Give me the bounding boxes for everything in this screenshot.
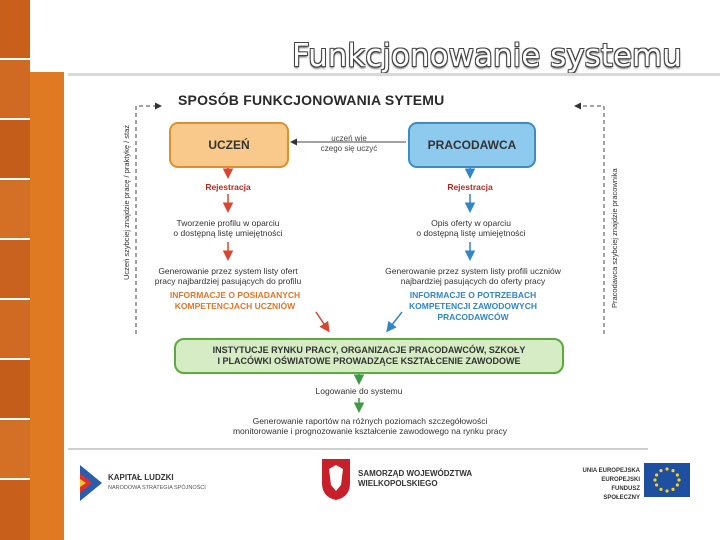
login-step: Logowanie do systemu: [315, 386, 403, 396]
samorzad-logo: SAMORZĄD WOJEWÓDZTWA WIELKOPOLSKIEGO: [358, 469, 472, 489]
eu-logo-text: UNIA EUROPEJSKA EUROPEJSKI FUNDUSZ SPOŁE…: [576, 467, 640, 503]
employer-offer-line-1: Opis oferty w oparciu: [431, 218, 511, 228]
coat-of-arms-icon: [322, 459, 350, 500]
student-generate-step: Generowanie przez system listy ofert pra…: [138, 266, 318, 286]
employer-generate-step: Generowanie przez system listy profili u…: [368, 266, 578, 286]
employer-offer-line-2: o dostępną listę umiejętności: [416, 228, 526, 238]
kapital-ludzki-logo: KAPITAŁ LUDZKI NARODOWA STRATEGIA SPÓJNO…: [108, 473, 206, 493]
student-generate-line-2: pracy najbardziej pasujących do profilu: [154, 276, 302, 286]
employer-info-line-1: INFORMACJE O POTRZEBACH: [409, 290, 537, 300]
student-info-line-2: KOMPETENCJACH UCZNIÓW: [174, 301, 296, 311]
reports-step: Generowanie raportów na różnych poziomac…: [200, 416, 540, 436]
eu-line-1: UNIA EUROPEJSKA: [582, 468, 640, 474]
student-generate-line-1: Generowanie przez system listy ofert: [158, 266, 298, 276]
employer-offer-step: Opis oferty w oparciu o dostępną listę u…: [386, 218, 556, 238]
student-info-line-1: INFORMACJE O POSIADANYCH: [169, 290, 301, 300]
reports-line-1: Generowanie raportów na różnych poziomac…: [252, 416, 488, 426]
left-stripe-decoration: [0, 0, 30, 540]
diagram-title: SPOSÓB FUNKCJONOWANIA SYTEMU: [178, 92, 445, 108]
system-diagram: SPOSÓB FUNKCJONOWANIA SYTEMU Uczeń szybc…: [116, 84, 620, 444]
title-bar: [30, 0, 720, 72]
employer-info-line-3: PRACODAWCÓW: [437, 312, 509, 322]
employer-box: PRACODAWCA: [408, 122, 536, 168]
reports-line-2: monitorowanie i prognozowanie kształceni…: [232, 426, 508, 436]
eu-flag-icon: [644, 463, 690, 497]
kapital-ludzki-title: KAPITAŁ LUDZKI: [108, 473, 174, 482]
student-profile-line-1: Tworzenie profilu w oparciu: [176, 218, 280, 228]
student-info: INFORMACJE O POSIADANYCH KOMPETENCJACH U…: [150, 290, 320, 312]
kapital-ludzki-logo-icon: [80, 465, 102, 501]
footer-logos: KAPITAŁ LUDZKI NARODOWA STRATEGIA SPÓJNO…: [68, 455, 708, 525]
employer-info-line-2: KOMPETENCJI ZAWODOWYCH: [409, 301, 537, 311]
samorzad-line-1: SAMORZĄD WOJEWÓDZTWA: [358, 469, 473, 478]
student-registration: Rejestracja: [205, 182, 251, 192]
footer-divider: [68, 448, 648, 450]
eu-line-3: FUNDUSZ SPOŁECZNY: [603, 486, 640, 501]
side-label-student: Uczeń szybciej znajdzie pracę / praktykę…: [122, 124, 131, 280]
middle-note-line-2: czego się uczyć: [320, 144, 378, 153]
eu-line-2: EUROPEJSKI: [601, 477, 640, 483]
slide-title: Funkcjonowanie systemu: [292, 38, 682, 74]
institutions-line-2: I PLACÓWKI OŚWIATOWE PROWADZĄCE KSZTAŁCE…: [217, 356, 521, 366]
employer-info: INFORMACJE O POTRZEBACH KOMPETENCJI ZAWO…: [388, 290, 558, 323]
student-box: UCZEŃ: [169, 122, 289, 168]
side-label-employer: Pracodawca szybciej znajdzie pracownika: [610, 168, 619, 308]
employer-registration: Rejestracja: [447, 182, 493, 192]
orange-band: [30, 0, 64, 540]
title-divider: [68, 73, 720, 76]
institutions-line-1: INSTYTUCJE RYNKU PRACY, ORGANIZACJE PRAC…: [212, 345, 526, 355]
employer-generate-line-1: Generowanie przez system listy profili u…: [385, 266, 561, 276]
samorzad-line-2: WIELKOPOLSKIEGO: [358, 479, 438, 488]
institutions-box: INSTYTUCJE RYNKU PRACY, ORGANIZACJE PRAC…: [174, 338, 564, 374]
middle-note-line-1: uczeń wie: [331, 134, 367, 143]
student-profile-line-2: o dostępną listę umiejętności: [173, 228, 283, 238]
kapital-ludzki-subtitle: NARODOWA STRATEGIA SPÓJNOŚCI: [108, 485, 206, 491]
employer-generate-line-2: najbardziej pasujących do oferty pracy: [400, 276, 546, 286]
student-profile-step: Tworzenie profilu w oparciu o dostępną l…: [146, 218, 310, 238]
middle-note: uczeń wie czego się uczyć: [308, 134, 390, 154]
